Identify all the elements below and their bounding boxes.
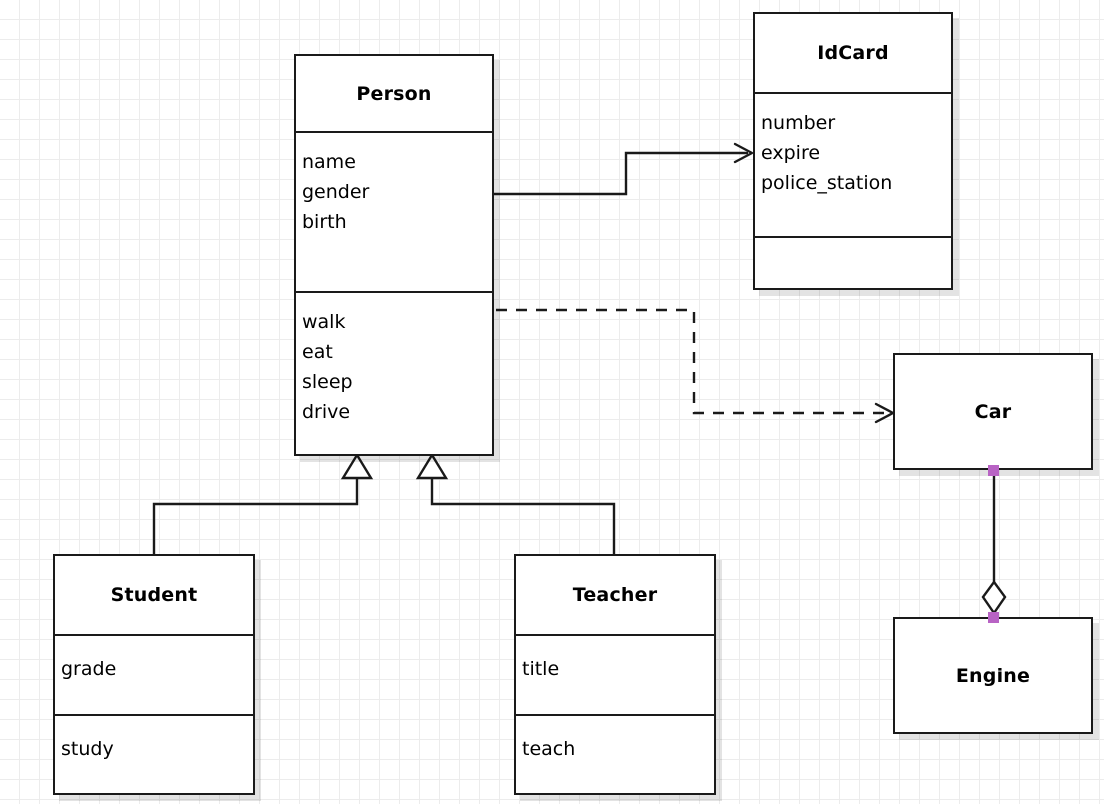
class-box-student[interactable]: Student grade study: [53, 554, 255, 795]
attributes-person: name gender birth: [296, 131, 492, 291]
operation-item: drive: [302, 401, 351, 423]
class-box-person[interactable]: Person name gender birth walk eat sleep …: [294, 54, 494, 456]
class-name-teacher: Teacher: [516, 556, 714, 634]
attribute-item: expire: [761, 142, 821, 164]
generalization-student-person[interactable]: [152, 452, 374, 554]
attribute-item: birth: [302, 211, 347, 233]
operation-item: walk: [302, 311, 346, 333]
class-title-text: Car: [974, 400, 1012, 423]
attribute-item: title: [522, 658, 560, 680]
operations-person: walk eat sleep drive: [296, 291, 492, 454]
operation-item: teach: [522, 738, 576, 760]
attribute-item: police_station: [761, 172, 893, 194]
generalization-teacher-person[interactable]: [415, 452, 616, 554]
attribute-item: grade: [61, 658, 117, 680]
class-box-idcard[interactable]: IdCard number expire police_station: [753, 12, 953, 290]
attributes-idcard: number expire police_station: [755, 92, 951, 236]
class-name-student: Student: [55, 556, 253, 634]
aggregation-car-engine[interactable]: [981, 470, 1007, 619]
attributes-student: grade: [55, 634, 253, 714]
class-box-teacher[interactable]: Teacher title teach: [514, 554, 716, 795]
class-title-text: Teacher: [572, 584, 658, 606]
class-box-engine[interactable]: Engine: [893, 617, 1093, 734]
class-title-text: Engine: [955, 664, 1031, 687]
attribute-item: number: [761, 112, 836, 134]
connection-handle-car[interactable]: [988, 465, 999, 476]
attributes-teacher: title: [516, 634, 714, 714]
operation-item: sleep: [302, 371, 353, 393]
class-title-text: Student: [110, 584, 198, 606]
operation-item: eat: [302, 341, 333, 363]
class-title-text: Person: [356, 82, 432, 105]
operations-teacher: teach: [516, 714, 714, 793]
class-name-person: Person: [296, 56, 492, 131]
attribute-item: name: [302, 151, 356, 173]
dependency-person-car[interactable]: [496, 308, 895, 424]
connection-handle-engine[interactable]: [988, 612, 999, 623]
operations-student: study: [55, 714, 253, 793]
class-box-car[interactable]: Car: [893, 353, 1093, 470]
association-person-idcard[interactable]: [494, 142, 754, 196]
class-name-engine: Engine: [895, 619, 1091, 732]
class-name-car: Car: [895, 355, 1091, 468]
operations-idcard: [755, 236, 951, 288]
operation-item: study: [61, 738, 114, 760]
class-title-text: IdCard: [817, 42, 889, 64]
attribute-item: gender: [302, 181, 370, 203]
class-name-idcard: IdCard: [755, 14, 951, 92]
